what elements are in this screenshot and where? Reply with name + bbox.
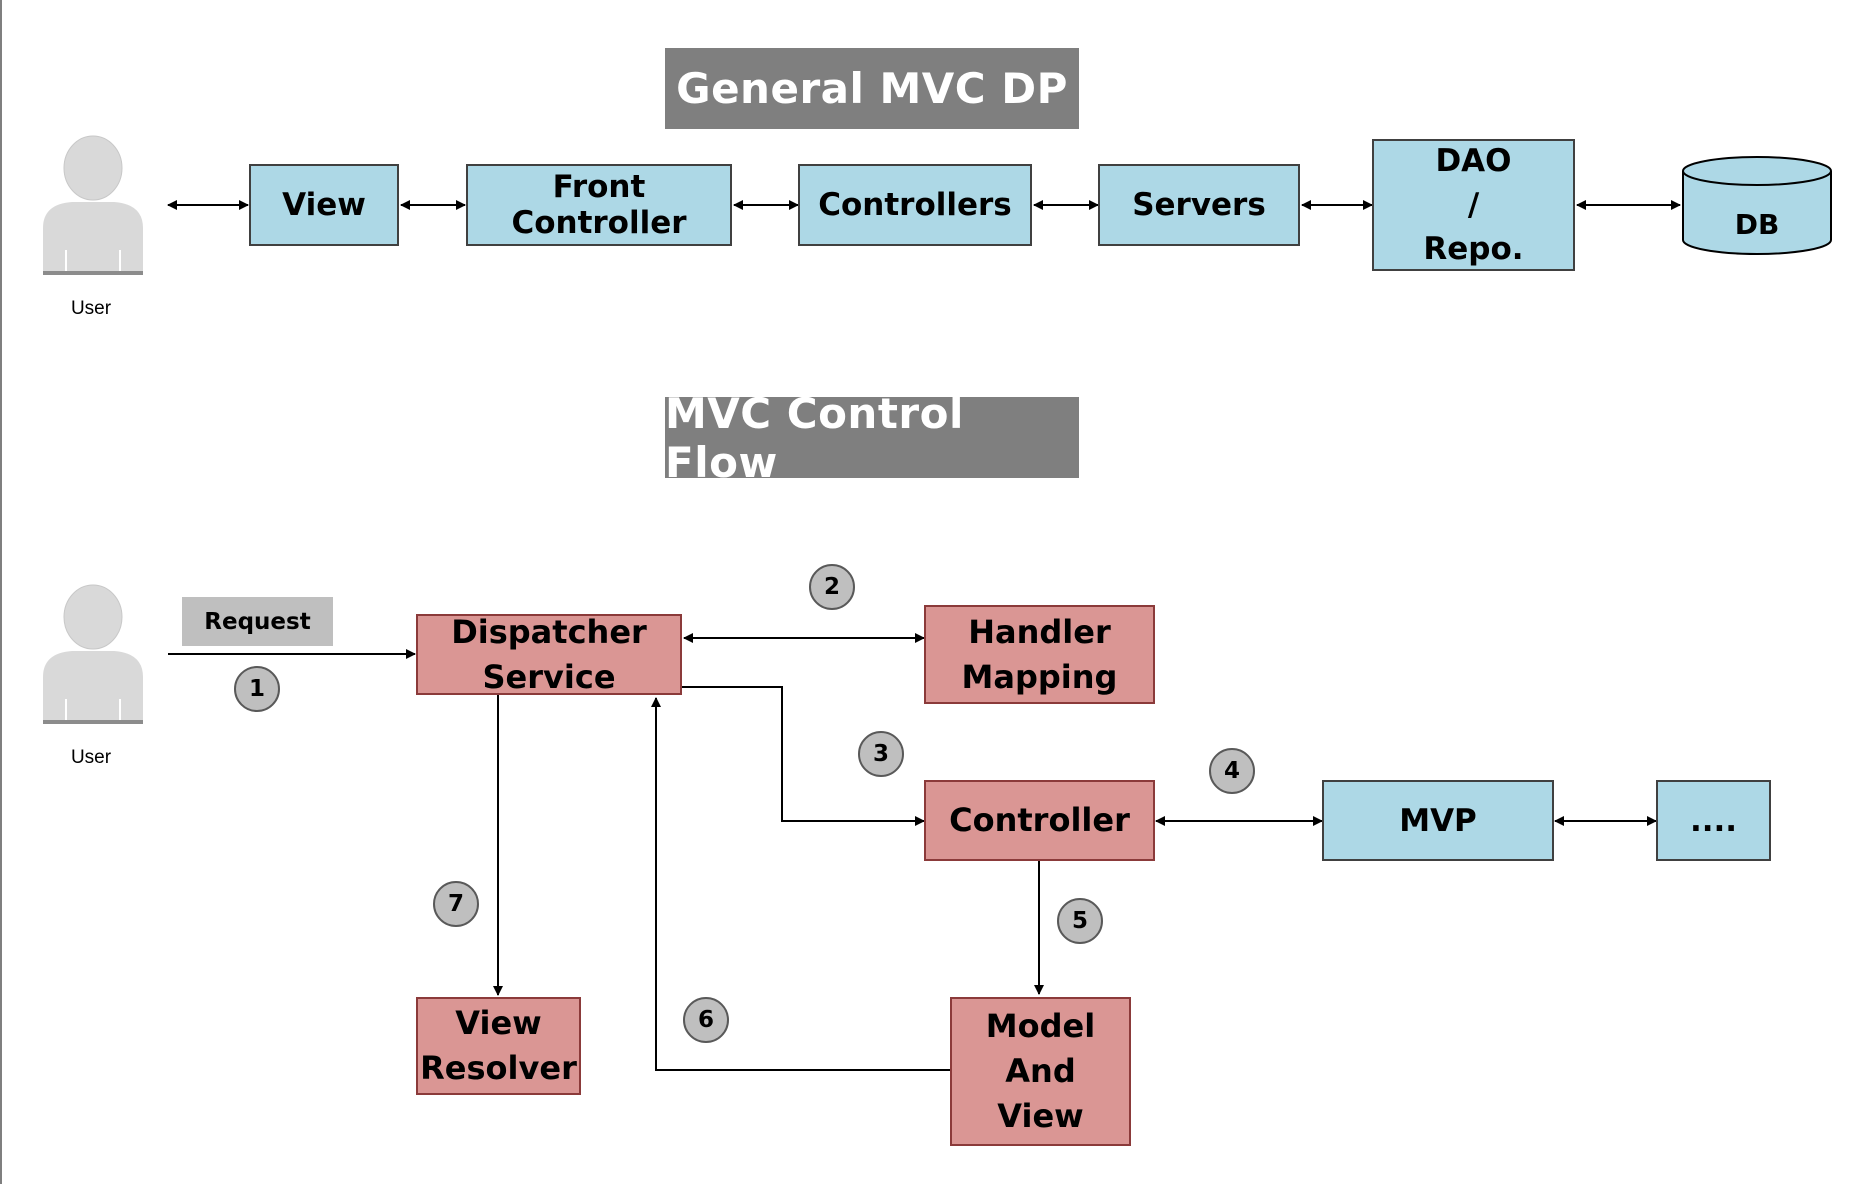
model-label: Model <box>985 1007 1096 1045</box>
front-controller-box: Front Controller <box>466 164 732 246</box>
dao-repo-box: DAO / Repo. <box>1372 139 1575 271</box>
mvc-control-flow-title: MVC Control Flow <box>665 389 1079 487</box>
step-5-badge: 5 <box>1057 898 1103 944</box>
servers-box: Servers <box>1098 164 1300 246</box>
view-resolver-box: View Resolver <box>416 997 581 1095</box>
step-2-badge: 2 <box>809 564 855 610</box>
arrow-dispatcher-controller <box>682 686 925 826</box>
step-3-badge: 3 <box>858 731 904 777</box>
user-icon <box>43 135 143 275</box>
step-7-badge: 7 <box>433 881 479 927</box>
view-label: View <box>997 1097 1084 1135</box>
step-6-badge: 6 <box>683 997 729 1043</box>
request-label: Request <box>182 597 333 646</box>
step-1-badge: 1 <box>234 666 280 712</box>
db-label: DB <box>1734 208 1780 241</box>
model-and-view-box: Model And View <box>950 997 1131 1146</box>
general-mvc-title: General MVC DP <box>665 48 1079 129</box>
handler-mapping-box: Handler Mapping <box>924 605 1155 704</box>
controller-box: Controller <box>924 780 1155 861</box>
dispatcher-service-box: Dispatcher Service <box>416 613 682 696</box>
handler-label: Handler <box>968 612 1111 651</box>
user-label: User <box>70 747 112 768</box>
mvp-box: MVP <box>1322 780 1554 861</box>
db-cylinder-icon <box>1682 156 1832 255</box>
controllers-box: Controllers <box>798 164 1032 246</box>
step-4-badge: 4 <box>1209 748 1255 794</box>
view-resolver-line2: Resolver <box>420 1049 577 1087</box>
left-border-rule <box>0 0 2 1184</box>
view-box: View <box>249 164 399 246</box>
mapping-label: Mapping <box>961 657 1118 696</box>
and-label: And <box>1005 1052 1076 1090</box>
dao-slash-label: / <box>1467 187 1480 223</box>
ellipsis-box: .... <box>1656 780 1771 861</box>
dao-label: DAO <box>1435 143 1512 179</box>
user-label: User <box>70 298 112 319</box>
arrow-model-dispatcher <box>651 697 950 1071</box>
user-icon <box>43 584 143 724</box>
repo-label: Repo. <box>1423 231 1524 267</box>
view-resolver-line1: View <box>455 1004 542 1042</box>
service-label: Service <box>482 657 616 696</box>
dispatcher-label: Dispatcher <box>451 612 647 651</box>
